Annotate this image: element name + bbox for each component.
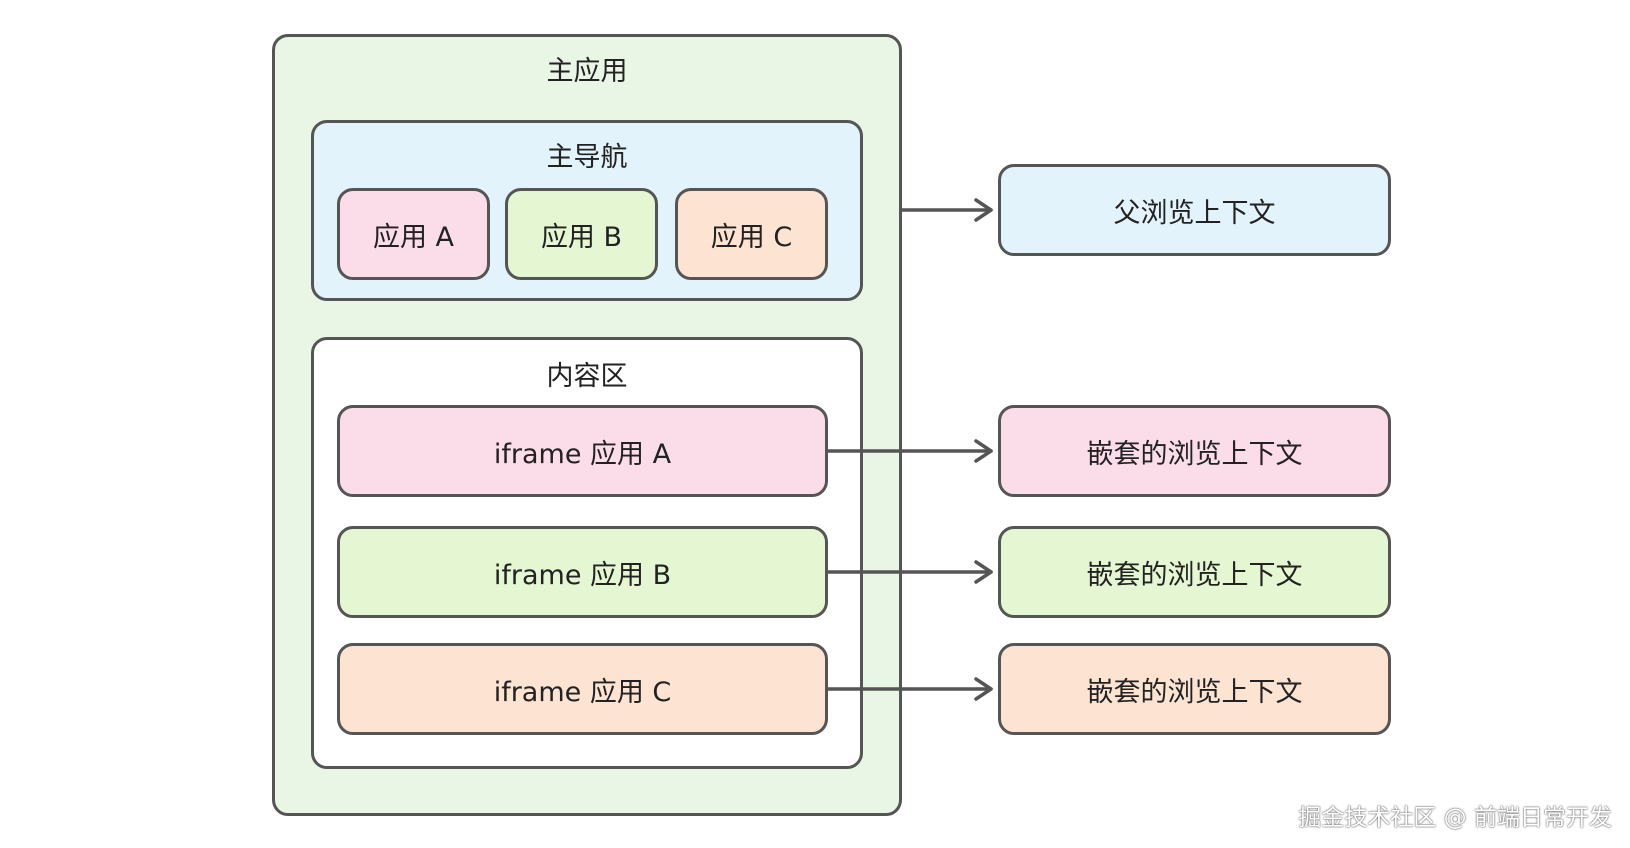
arrow-head-nested-context-c <box>974 677 993 701</box>
arrow-head-parent-context <box>974 198 993 222</box>
arrow-head-nested-context-b <box>974 560 993 584</box>
nav-app-b: 应用 B <box>505 188 658 280</box>
main-nav-title: 主导航 <box>546 142 628 173</box>
parent-browsing-context: 父浏览上下文 <box>998 164 1391 256</box>
content-area-title: 内容区 <box>546 361 628 392</box>
main-app-title: 主应用 <box>546 56 628 87</box>
watermark-text: 掘金技术社区 @ 前端日常开发 <box>1298 805 1612 831</box>
arrow-head-nested-context-a <box>974 439 993 463</box>
nav-app-c: 应用 C <box>675 188 828 280</box>
nav-app-a: 应用 A <box>337 188 490 280</box>
iframe-app-c: iframe 应用 C <box>337 643 828 735</box>
iframe-app-a: iframe 应用 A <box>337 405 828 497</box>
iframe-app-b: iframe 应用 B <box>337 526 828 618</box>
nested-browsing-context-c: 嵌套的浏览上下文 <box>998 643 1391 735</box>
nested-browsing-context-a: 嵌套的浏览上下文 <box>998 405 1391 497</box>
nested-browsing-context-b: 嵌套的浏览上下文 <box>998 526 1391 618</box>
